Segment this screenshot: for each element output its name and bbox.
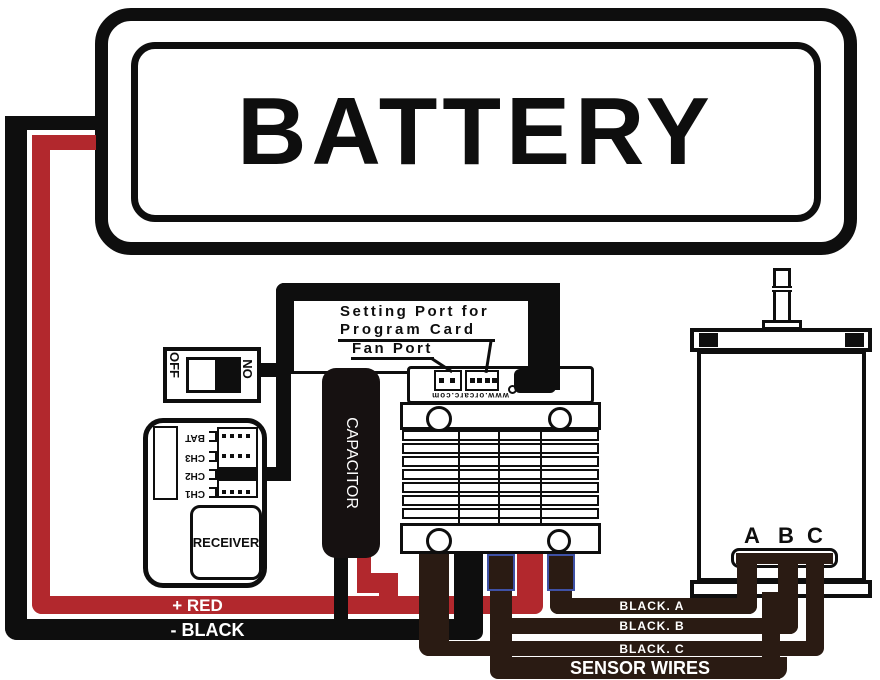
pin-dot	[238, 490, 242, 494]
channel-bracket	[209, 431, 217, 442]
esc-stub-phase-a	[547, 554, 575, 591]
red-wire-bottom-horizontal	[32, 596, 543, 614]
capacitor-red-leg-drop	[379, 573, 398, 614]
pin-dot	[246, 490, 250, 494]
battery-inner-box	[131, 42, 821, 222]
receiver-label-box: RECEIVER	[190, 505, 262, 580]
capacitor-black-leg	[334, 556, 348, 640]
pin-dot	[222, 434, 226, 438]
phase-c-wire-label: BLACK. C	[619, 642, 685, 656]
esc-fin-divider	[540, 430, 542, 523]
setting-port-underline	[338, 339, 495, 342]
receiver-pin-housing	[217, 427, 258, 498]
pin-dot	[222, 490, 226, 494]
motor-shaft-collar	[772, 286, 792, 292]
battery-label: BATTERY	[237, 78, 715, 185]
black-wire-bottom-horizontal	[5, 619, 483, 640]
switch-slider-off-half[interactable]	[186, 357, 218, 393]
signal-wire-horizontal	[276, 283, 560, 300]
black-wire-left-vertical	[5, 116, 27, 640]
pin-dot	[222, 454, 226, 458]
switch-wire	[258, 363, 291, 377]
channel-bracket	[209, 487, 217, 498]
capacitor-label: CAPACITOR	[343, 417, 360, 509]
fan-port-underline	[351, 357, 434, 360]
pin-dot	[238, 454, 242, 458]
pin-dot	[246, 434, 250, 438]
pin-dot	[230, 434, 234, 438]
receiver-channel-label-ch1: CH1	[185, 488, 206, 499]
capacitor-body	[322, 368, 380, 558]
receiver-label: RECEIVER	[192, 535, 260, 550]
esc-stub-negative	[454, 554, 483, 640]
motor-top-plate-tab	[845, 333, 864, 347]
phase-c-wire-horizontal	[419, 641, 824, 656]
receiver-channel-label-ch3: CH3	[185, 452, 206, 463]
esc-heatsink-fins	[402, 430, 599, 523]
esc-stub-positive	[517, 554, 543, 614]
setting-port-pin	[470, 378, 475, 383]
signal-wire-vertical	[276, 283, 291, 481]
phase-b-wire-horizontal	[490, 618, 798, 634]
signal-wire-thick-drop	[528, 283, 560, 390]
phase-b-wire-label: BLACK. B	[619, 619, 685, 633]
esc-stub-phase-c	[419, 554, 449, 656]
esc-stub-phase-b	[487, 554, 515, 591]
phase-c-wire-motor-vertical	[806, 558, 824, 656]
sensor-wires-label: SENSOR WIRES	[569, 658, 711, 678]
channel-bracket	[209, 469, 217, 480]
setting-port-pin	[485, 378, 490, 383]
pin-dot	[230, 454, 234, 458]
red-wire-left-vertical	[32, 135, 50, 614]
esc-screw	[548, 407, 572, 431]
receiver-channel-label-ch2: CH2	[185, 470, 206, 481]
esc-brand-text: www.orcarc.com	[431, 391, 509, 400]
esc-setting-port	[465, 370, 499, 391]
negative-wire-label: - BLACK	[170, 620, 245, 640]
phase-a-wire-motor-vertical	[737, 558, 757, 614]
ch2-plug	[218, 467, 258, 481]
sensor-wire-bar	[490, 657, 787, 679]
pin-dot	[246, 454, 250, 458]
esc-fin-divider	[458, 430, 460, 523]
setting-port-pin	[492, 378, 497, 383]
sensor-wire-motor-vertical	[762, 592, 780, 679]
switch-off-label: OFF	[167, 352, 182, 378]
esc-fin-divider	[498, 430, 500, 523]
motor-body	[697, 350, 866, 582]
setting-port-label-line1: Setting Port for	[340, 303, 490, 320]
receiver-channel-label-bat: BAT	[185, 432, 205, 443]
switch-slider-on-half[interactable]	[218, 357, 241, 393]
phase-a-wire-horizontal	[550, 598, 757, 614]
fan-port-label: Fan Port	[352, 340, 433, 357]
esc-screw	[547, 529, 571, 553]
receiver-antenna-slot	[153, 426, 178, 500]
positive-wire-label: + RED	[172, 596, 223, 615]
esc-screw	[426, 528, 452, 554]
motor-terminal-label-a: A	[744, 523, 760, 548]
pin-dot	[238, 434, 242, 438]
phase-a-wire-label: BLACK. A	[619, 599, 685, 613]
switch-on-label: ON	[240, 359, 255, 379]
channel-bracket	[209, 451, 217, 462]
phase-b-wire-motor-vertical	[778, 558, 798, 634]
motor-terminal-label-c: C	[807, 523, 823, 548]
esc-screw	[426, 406, 452, 432]
fan-port-pin	[450, 378, 455, 383]
setting-port-pin	[477, 378, 482, 383]
black-wire-battery-stub	[5, 116, 96, 130]
setting-port-label-line2: Program Card	[340, 321, 477, 338]
motor-top-plate-tab	[699, 333, 718, 347]
fan-port-pin	[439, 378, 444, 383]
pin-dot	[230, 490, 234, 494]
motor-terminal-label-b: B	[778, 523, 794, 548]
